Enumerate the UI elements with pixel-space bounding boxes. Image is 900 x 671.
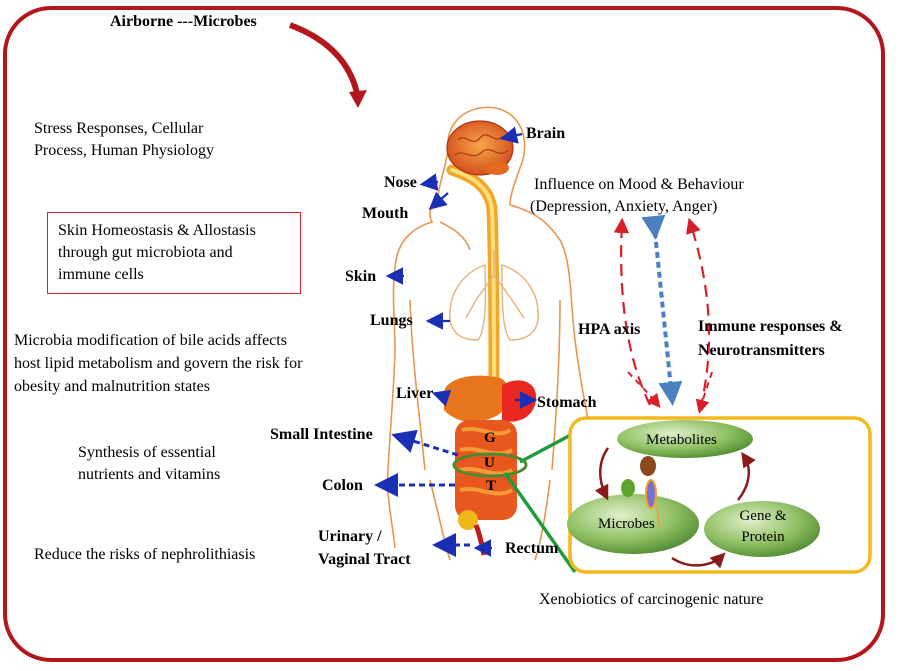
nephro-note: Reduce the risks of nephrolithiasis — [34, 546, 256, 563]
arrow-brain — [499, 126, 523, 144]
skin-note-line-3: immune cells — [58, 266, 144, 283]
stress-note-line-1: Stress Responses, Cellular — [34, 120, 204, 137]
skin-homeostasis-box: Skin Homeostasis & Allostasis through gu… — [47, 212, 301, 294]
lungs-illustration — [449, 250, 539, 341]
immune-red-down — [695, 371, 713, 414]
label-urinary-line-2: Vaginal Tract — [318, 551, 411, 568]
title-arrow — [288, 22, 361, 99]
diagram-title: Airborne ---Microbes — [110, 13, 257, 30]
mood-line-1: Influence on Mood & Behaviour — [534, 176, 744, 193]
microbes-ellipse — [567, 494, 699, 554]
microbes-label: Microbes — [598, 516, 655, 532]
arrow-nose — [419, 173, 439, 191]
label-rectum: Rectum — [505, 540, 559, 557]
gut-ellipse — [452, 452, 528, 478]
hpa-red-up — [613, 217, 651, 406]
gut-letter-u: U — [484, 455, 495, 471]
hpa-red-down — [627, 371, 661, 409]
label-colon: Colon — [322, 477, 363, 494]
immune-red-up — [686, 217, 711, 411]
arrow-mouth — [428, 191, 449, 210]
skin-note-line-2: through gut microbiota and — [58, 244, 233, 261]
label-small-intestine: Small Intestine — [270, 426, 373, 443]
bile-note-line-1: Microbia modification of bile acids affe… — [14, 332, 287, 349]
spinal-cord — [446, 164, 500, 386]
label-stomach: Stomach — [537, 394, 597, 411]
bacteria-icon — [621, 456, 663, 529]
metabolites-ellipse — [617, 420, 753, 458]
label-mouth: Mouth — [362, 205, 409, 222]
gut-letter-t: T — [486, 478, 497, 494]
label-urinary-line-1: Urinary / — [318, 528, 382, 545]
label-lungs: Lungs — [370, 312, 413, 329]
label-skin: Skin — [345, 268, 377, 285]
synthesis-note-line-2: nutrients and vitamins — [78, 466, 221, 483]
label-nose: Nose — [384, 174, 417, 191]
bile-note-line-2: host lipid metabolism and govern the ris… — [14, 355, 303, 372]
metabolites-label: Metabolites — [646, 432, 717, 448]
mood-line-2: (Depression, Anxiety, Anger) — [530, 198, 718, 215]
bile-note-line-3: obesity and malnutrition states — [14, 378, 210, 395]
gut-letter-g: G — [484, 430, 496, 446]
gene-label-line-2: Protein — [741, 529, 785, 545]
label-brain: Brain — [526, 125, 566, 142]
immune-label-line-2: Neurotransmitters — [698, 342, 825, 359]
arrow-small-intestine — [391, 429, 459, 457]
hpa-axis-label: HPA axis — [578, 321, 641, 338]
gene-label-line-1: Gene & — [739, 508, 787, 524]
skin-note-line-1: Skin Homeostasis & Allostasis — [58, 222, 256, 239]
gut-link-bottom — [503, 471, 577, 574]
diagram-frame — [3, 6, 885, 662]
synthesis-note-line-1: Synthesis of essential — [78, 444, 216, 461]
label-liver: Liver — [396, 385, 434, 402]
gene-ellipse — [704, 501, 820, 557]
stress-note-line-2: Process, Human Physiology — [34, 142, 214, 159]
immune-label-line-1: Immune responses & — [698, 318, 843, 335]
xenobiotics-label: Xenobiotics of carcinogenic nature — [539, 591, 764, 608]
blue-bidirectional — [641, 214, 683, 406]
arrow-liver — [431, 389, 452, 407]
brain-illustration — [446, 120, 514, 176]
